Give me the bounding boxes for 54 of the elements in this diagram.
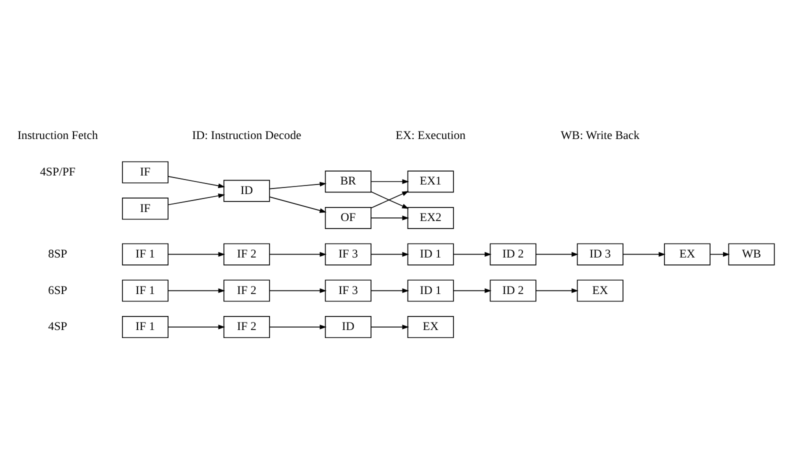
node-box: IF 2 bbox=[223, 243, 270, 266]
label: 8SP bbox=[48, 246, 68, 260]
node-box: EX bbox=[407, 316, 454, 338]
arrow bbox=[453, 252, 492, 257]
node-box: ID bbox=[223, 180, 270, 202]
arrow bbox=[622, 252, 666, 257]
arrow bbox=[453, 288, 492, 294]
node-box: IF 1 bbox=[122, 243, 168, 266]
arrow bbox=[370, 324, 410, 330]
arrow bbox=[269, 252, 327, 257]
node-box: IF 1 bbox=[122, 316, 168, 338]
node-box: IF bbox=[122, 198, 168, 220]
arrow bbox=[535, 252, 578, 257]
node-box: ID bbox=[324, 316, 372, 338]
label: 4SP bbox=[48, 319, 68, 334]
node-box: WB bbox=[728, 243, 775, 266]
node-box: ID 3 bbox=[576, 243, 624, 266]
arrow bbox=[168, 176, 226, 188]
node-box: ID 2 bbox=[490, 243, 536, 266]
node-box: EX1 bbox=[407, 170, 454, 193]
node-box: ID 1 bbox=[407, 280, 454, 302]
node-box: IF bbox=[122, 161, 168, 184]
label: EX: Execution bbox=[396, 128, 466, 142]
node-box: BR bbox=[324, 170, 372, 193]
label: 6SP bbox=[48, 282, 68, 297]
arrow bbox=[269, 288, 327, 294]
label: WB: Write Back bbox=[560, 128, 640, 142]
label: Instruction Fetch bbox=[17, 128, 98, 142]
node-box: EX2 bbox=[407, 206, 454, 229]
node-box: ID 2 bbox=[490, 280, 536, 302]
node-box: ID 1 bbox=[407, 243, 454, 266]
arrow bbox=[168, 288, 226, 294]
arrow bbox=[269, 324, 327, 330]
node-box: IF 3 bbox=[324, 280, 372, 302]
arrow bbox=[710, 252, 730, 257]
node-box: EX bbox=[576, 280, 624, 302]
node-box: OF bbox=[324, 206, 372, 229]
node-box: IF 3 bbox=[324, 243, 372, 266]
arrow bbox=[168, 252, 226, 257]
arrow bbox=[168, 193, 226, 206]
node-box: IF 2 bbox=[223, 280, 270, 302]
node-box: EX bbox=[664, 243, 710, 266]
arrow bbox=[370, 216, 410, 220]
arrow bbox=[269, 182, 327, 190]
arrow bbox=[370, 179, 410, 184]
node-box: IF 2 bbox=[223, 316, 270, 338]
arrow bbox=[370, 288, 410, 294]
label: 4SP/PF bbox=[40, 164, 76, 178]
arrow bbox=[168, 324, 226, 330]
arrow bbox=[535, 288, 578, 294]
node-box: IF 1 bbox=[122, 280, 168, 302]
arrow bbox=[370, 252, 410, 257]
arrow bbox=[269, 196, 326, 213]
label: ID: Instruction Decode bbox=[192, 128, 302, 142]
